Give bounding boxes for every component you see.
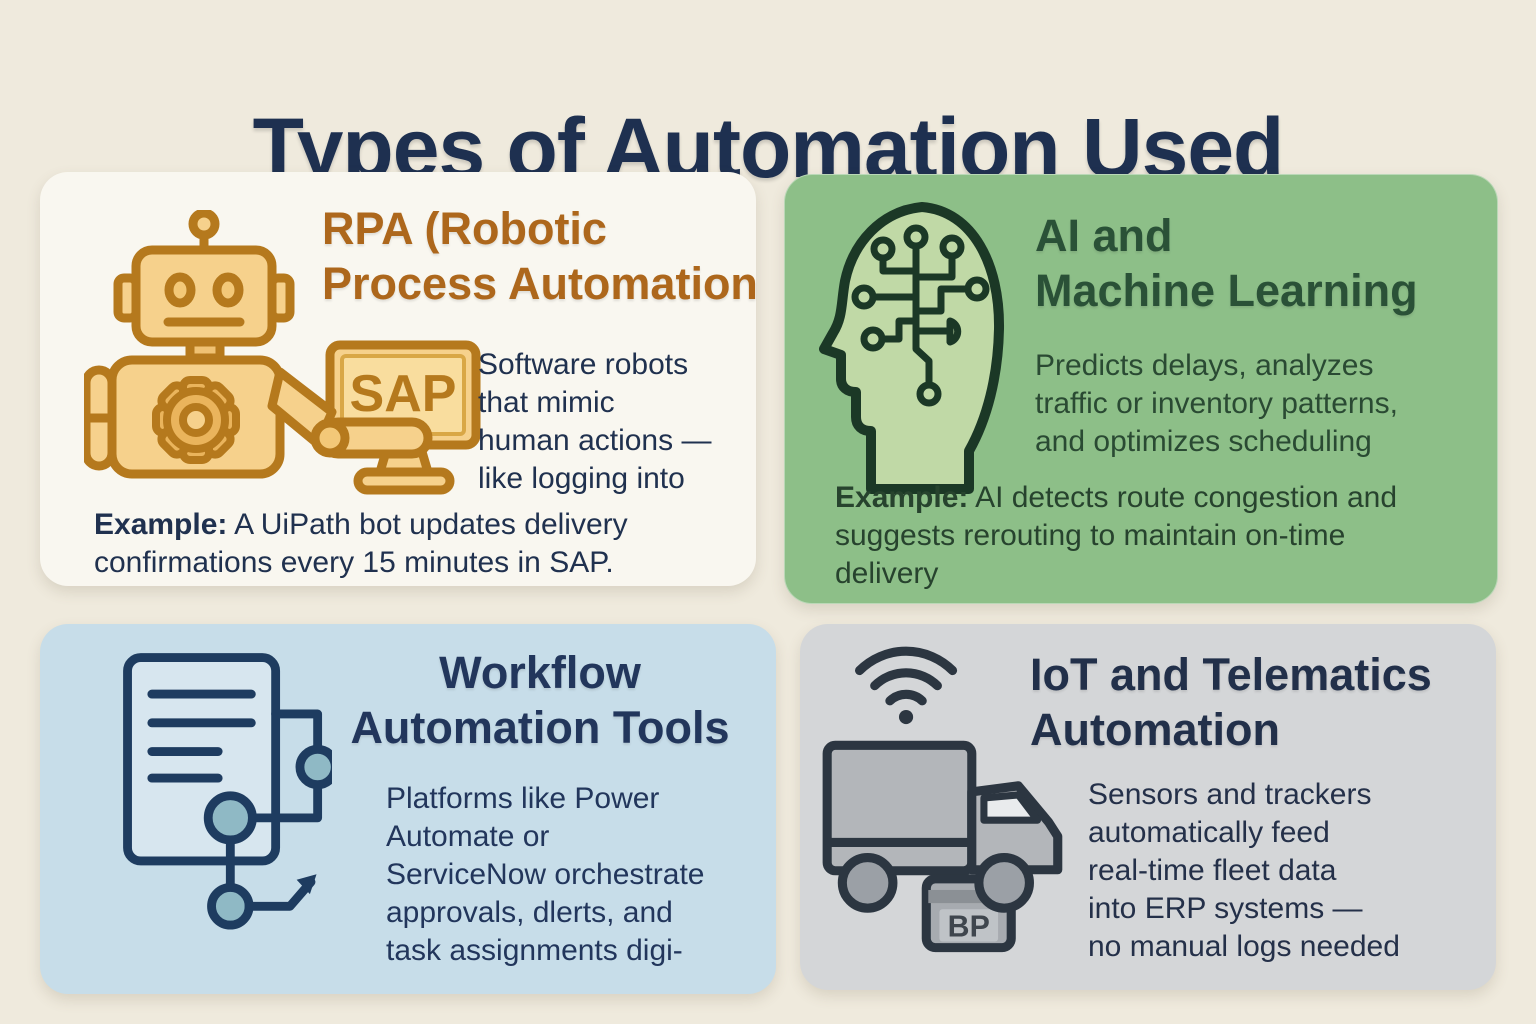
rpa-body: Software robots that mimic human actions… (478, 348, 712, 496)
example-label: Example: (94, 508, 228, 541)
workflow-heading: Workflow Automation Tools (350, 647, 730, 753)
card-workflow: Workflow Automation Tools Platforms like… (40, 624, 776, 994)
workflow-body: Platforms like Power Automate or Service… (386, 782, 705, 968)
ai-heading: AI and Machine Learning (1035, 210, 1418, 316)
card-ai: AI and Machine Learning Predicts delays,… (784, 174, 1498, 604)
bp-box-label: BP (948, 910, 990, 943)
rpa-heading: RPA (Robotic Process Automation (322, 203, 758, 309)
example-label: Example: (835, 481, 969, 514)
ai-example: Example: AI detects route congestion and… (835, 479, 1475, 593)
robot-with-sap-monitor-icon: SAP (84, 210, 481, 495)
head-with-circuit-brain-icon (819, 202, 1005, 494)
truck-with-wifi-icon: BP (822, 646, 1063, 953)
rpa-example: Example: A UiPath bot updates delivery c… (94, 506, 734, 582)
document-flowchart-icon (123, 653, 332, 930)
iot-heading: IoT and Telematics Automation (1030, 649, 1432, 755)
gear-icon (152, 376, 240, 464)
ai-body: Predicts delays, analyzes traffic or inv… (1035, 349, 1398, 459)
circuit-brain-icon (851, 224, 990, 407)
card-iot: BP IoT and Telematics Automation Sensors… (800, 624, 1496, 990)
card-rpa: SAP (40, 172, 758, 586)
example-text: AI detects route congestion and suggests… (835, 481, 1398, 591)
example-text: A UiPath bot updates delivery confirmati… (94, 508, 628, 580)
wifi-icon (854, 646, 958, 725)
iot-body: Sensors and trackers automatically feed … (1088, 778, 1400, 964)
sap-screen-label: SAP (350, 365, 457, 423)
